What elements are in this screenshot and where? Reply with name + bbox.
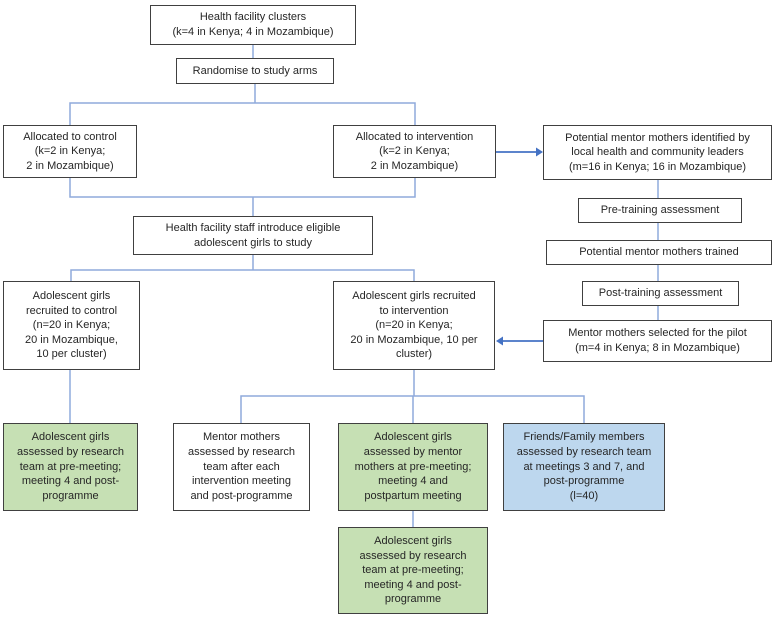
- node-girls-assessed-by-mentor-mothers: Adolescent girls assessed by mentor moth…: [338, 423, 488, 511]
- connector-randomise-split: [69, 84, 416, 125]
- node-girls-recruited-to-intervention: Adolescent girls recruited to interventi…: [333, 281, 495, 370]
- connector-intervention-split-to-assessments: [240, 370, 585, 423]
- node-pre-training-assessment: Pre-training assessment: [578, 198, 742, 223]
- node-girls-assessed-by-research-control: Adolescent girls assessed by research te…: [3, 423, 138, 511]
- node-friends-family-assessed: Friends/Family members assessed by resea…: [503, 423, 665, 511]
- node-mentor-mothers-selected: Mentor mothers selected for the pilot (m…: [543, 320, 772, 362]
- node-girls-assessed-by-research-intervention: Adolescent girls assessed by research te…: [338, 527, 488, 614]
- node-mentor-mothers-assessed: Mentor mothers assessed by research team…: [173, 423, 310, 511]
- node-allocated-to-intervention: Allocated to intervention (k=2 in Kenya;…: [333, 125, 496, 178]
- node-potential-mentor-mothers-trained: Potential mentor mothers trained: [546, 240, 772, 265]
- node-randomise-to-study-arms: Randomise to study arms: [176, 58, 334, 84]
- arrow-left-icon: [496, 336, 503, 346]
- connector-staff-split-to-recruited: [70, 255, 415, 281]
- node-staff-introduce-girls: Health facility staff introduce eligible…: [133, 216, 373, 255]
- node-potential-mentor-mothers-identified: Potential mentor mothers identified by l…: [543, 125, 772, 180]
- arrow-right-icon: [536, 147, 543, 157]
- node-health-facility-clusters: Health facility clusters (k=4 in Kenya; …: [150, 5, 356, 45]
- node-post-training-assessment: Post-training assessment: [582, 281, 739, 306]
- node-allocated-to-control: Allocated to control (k=2 in Kenya; 2 in…: [3, 125, 137, 178]
- node-girls-recruited-to-control: Adolescent girls recruited to control (n…: [3, 281, 140, 370]
- connector-alloc-merge-to-staff: [69, 178, 416, 216]
